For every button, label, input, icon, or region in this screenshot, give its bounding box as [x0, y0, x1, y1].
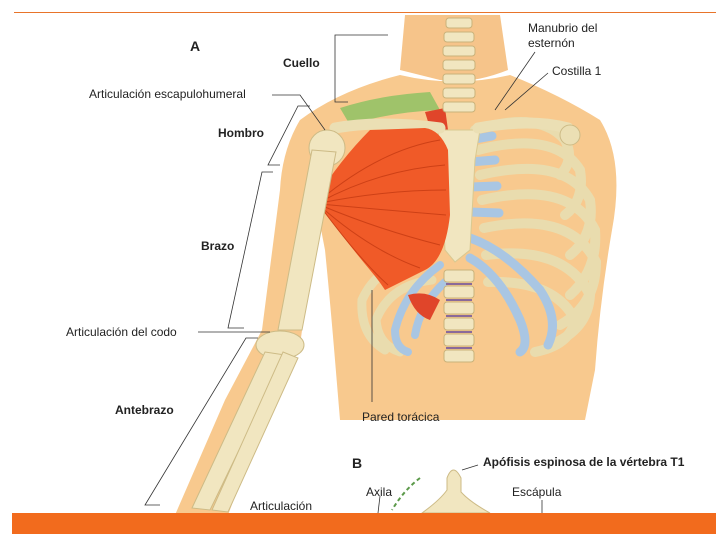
rib-cage — [357, 117, 602, 357]
leader-lines — [144, 34, 549, 506]
axilla-dashed-line — [391, 477, 421, 511]
label-cuello: Cuello — [283, 56, 320, 70]
neck-muscle-green — [340, 92, 440, 125]
t1-spinous-process — [420, 469, 491, 514]
labels: A Cuello Manubrio del esternón Costilla … — [66, 21, 685, 513]
pectoralis-muscle — [315, 128, 450, 290]
label-pared-toracica: Pared torácica — [362, 410, 440, 424]
spine — [442, 17, 476, 363]
label-manubrio-1: Manubrio del — [528, 21, 597, 35]
panel-a-letter: A — [190, 38, 200, 54]
spine-discs — [446, 283, 472, 349]
clavicles — [329, 117, 574, 134]
label-articulacion-b: Articulación — [250, 499, 312, 513]
arm-bones — [191, 129, 346, 513]
label-brazo: Brazo — [201, 239, 234, 253]
label-antebrazo: Antebrazo — [115, 403, 174, 417]
label-costilla: Costilla 1 — [552, 64, 602, 78]
label-articulacion-escapulohumeral: Articulación escapulohumeral — [89, 87, 246, 101]
label-manubrio-2: esternón — [528, 36, 575, 50]
right-shoulder-bone — [559, 124, 581, 146]
label-hombro: Hombro — [218, 126, 264, 140]
label-apofisis: Apófisis espinosa de la vértebra T1 — [483, 455, 685, 469]
label-escapula: Escápula — [512, 485, 562, 499]
top-rule — [14, 12, 716, 13]
panel-b-letter: B — [352, 455, 362, 471]
panel-b-figure — [377, 464, 543, 514]
bottom-accent-bar — [12, 513, 716, 534]
intercostal-red — [408, 293, 440, 320]
label-articulacion-codo: Articulación del codo — [66, 325, 177, 339]
label-axila: Axila — [366, 485, 392, 499]
